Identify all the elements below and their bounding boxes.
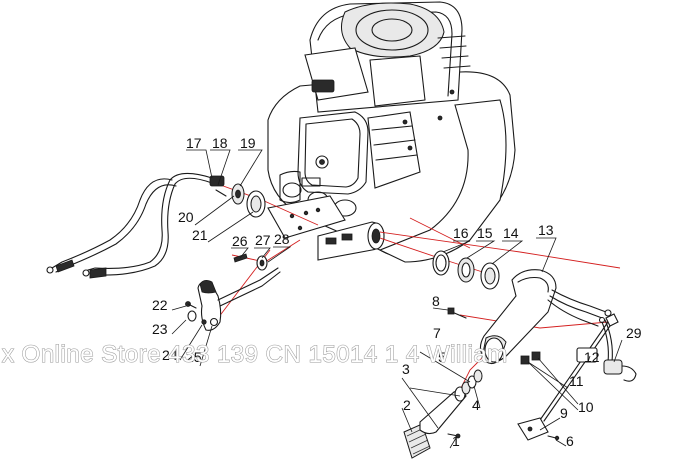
- callout-11: 11: [569, 373, 584, 389]
- callout-26: 26: [232, 233, 248, 249]
- callout-10: 10: [578, 399, 594, 415]
- callout-8: 8: [432, 293, 440, 309]
- seals-14-16: [432, 250, 500, 290]
- callout-27: 27: [255, 232, 271, 248]
- callout-17: 17: [186, 135, 202, 151]
- store-watermark: x Online Store 433 139 CN 15014 1 4 Will…: [2, 341, 508, 368]
- callout-22: 22: [152, 297, 168, 313]
- callout-16: 16: [453, 225, 469, 241]
- throttle-shaft-parts: [403, 307, 619, 459]
- callout-1: 1: [452, 433, 460, 449]
- callout-2: 2: [403, 397, 411, 413]
- callout-6: 6: [566, 433, 574, 449]
- throttle-cables: [46, 172, 213, 279]
- callout-28: 28: [274, 231, 290, 247]
- small-parts-26-28: [233, 253, 268, 271]
- callout-14: 14: [503, 225, 519, 241]
- callout-13: 13: [538, 222, 554, 238]
- callout-29: 29: [626, 325, 642, 341]
- callout-4: 4: [472, 397, 480, 413]
- callout-18: 18: [212, 135, 228, 151]
- tiller-arm: [479, 269, 612, 364]
- callout-23: 23: [152, 321, 168, 337]
- leader-lines: [171, 149, 623, 449]
- callout-25: 25: [186, 349, 202, 365]
- callout-21: 21: [192, 227, 208, 243]
- callout-9: 9: [560, 405, 568, 421]
- callout-15: 15: [477, 225, 493, 241]
- callout-labels: 17 18 19 20 21 26 27 28 16 15 14 13 8 22…: [152, 135, 642, 449]
- callout-20: 20: [178, 209, 194, 225]
- callout-7: 7: [433, 325, 441, 341]
- callout-12: 12: [584, 349, 600, 365]
- callout-5: 5: [438, 349, 446, 365]
- engine-cowling: [267, 1, 516, 263]
- callout-19: 19: [240, 135, 256, 151]
- callout-3: 3: [402, 361, 410, 377]
- twist-grip-parts: [209, 175, 266, 218]
- callout-24: 24: [162, 347, 178, 363]
- stop-lever-assembly: [185, 267, 281, 331]
